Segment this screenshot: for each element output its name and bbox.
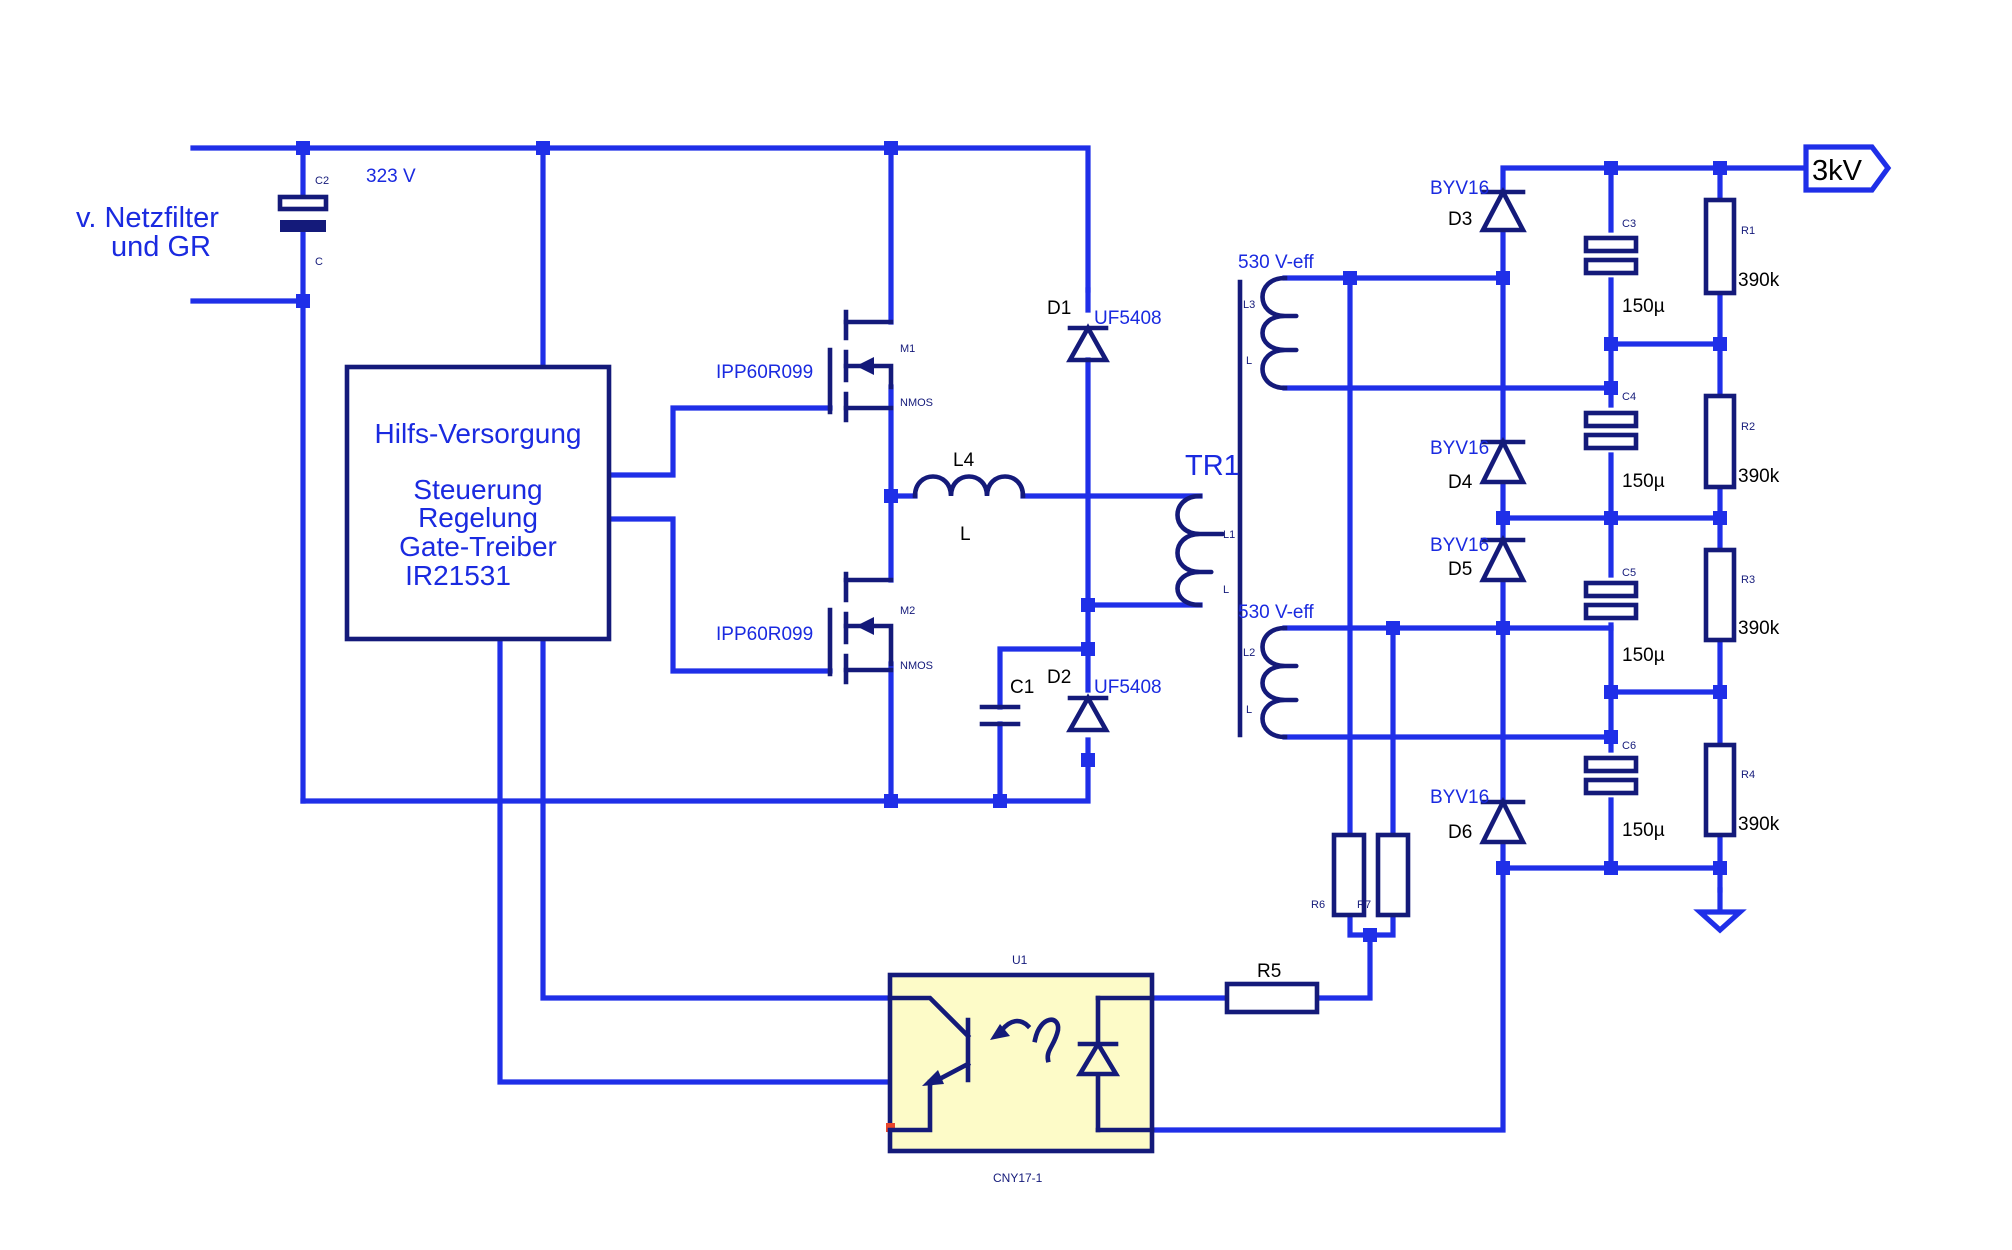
c4-value-label: 150µ (1622, 471, 1665, 492)
optocoupler-light-symbol (990, 1017, 1061, 1063)
d2-part-label: UF5408 (1094, 677, 1162, 698)
ground-icon (1693, 887, 1747, 934)
diode-d5-symbol (1479, 534, 1527, 583)
resistor-r5-symbol (1224, 981, 1320, 1015)
c2-type-label: C (315, 256, 323, 268)
input-label-line1: v. Netzfilter (76, 202, 219, 234)
control-block-line1: Hilfs-Versorgung (375, 418, 582, 449)
capacitor-c3-symbol (1583, 235, 1639, 276)
l4-type-label: L (960, 524, 971, 545)
resistor-r7-symbol (1375, 832, 1411, 918)
r5-ref-label: R5 (1257, 961, 1281, 982)
resistor-r4-symbol (1703, 742, 1737, 838)
diode-d4-symbol (1479, 436, 1527, 485)
control-block-line4: Gate-Treiber (399, 531, 557, 562)
capacitor-c4-symbol (1583, 410, 1639, 451)
c5-ref-label: C5 (1622, 567, 1636, 579)
d6-part-label: BYV16 (1430, 787, 1489, 808)
control-block (344, 364, 612, 642)
m2-ref-label: M2 (900, 605, 915, 617)
u1-part-label: CNY17-1 (993, 1171, 1043, 1185)
resistor-r6-symbol (1331, 832, 1367, 918)
d5-ref-label: D5 (1448, 559, 1472, 580)
c6-ref-label: C6 (1622, 740, 1636, 752)
tr1-l-l3-label: L (1246, 355, 1252, 367)
capacitor-c2-symbol (277, 194, 329, 232)
diode-d3-symbol (1479, 187, 1527, 233)
c4-ref-label: C4 (1622, 391, 1636, 403)
tr1-l2-label: L2 (1243, 647, 1255, 659)
optocoupler-led-symbol (1075, 995, 1155, 1133)
r1-ref-label: R1 (1741, 225, 1755, 237)
c3-ref-label: C3 (1622, 218, 1636, 230)
secondary2-voltage-label: 530 V-eff (1238, 602, 1314, 623)
r2-ref-label: R2 (1741, 421, 1755, 433)
control-block-line5: IR21531 (405, 560, 511, 591)
m1-ref-label: M1 (900, 343, 915, 355)
supply-voltage-label: 323 V (366, 166, 416, 187)
r7-ref-label: R7 (1357, 899, 1371, 911)
d3-ref-label: D3 (1448, 209, 1472, 230)
resistor-r1-symbol (1703, 197, 1737, 296)
d1-part-label: UF5408 (1094, 308, 1162, 329)
capacitor-c5-symbol (1583, 580, 1639, 621)
d3-part-label: BYV16 (1430, 178, 1489, 199)
control-block-line2: Steuerung (413, 474, 542, 505)
pin-marker (886, 1123, 895, 1132)
r6-ref-label: R6 (1311, 899, 1325, 911)
control-block-line3: Regelung (418, 502, 538, 533)
r3-ref-label: R3 (1741, 574, 1755, 586)
diode-d2-symbol (1066, 693, 1110, 733)
input-label-line2: und GR (111, 231, 211, 263)
tr1-l-l2-label: L (1246, 704, 1252, 716)
mosfet-m1-symbol (827, 309, 894, 423)
output-label: 3kV (1812, 155, 1863, 187)
u1-ref-label: U1 (1012, 953, 1028, 967)
secondary1-voltage-label: 530 V-eff (1238, 252, 1314, 273)
tr1-l-primary-label: L (1223, 584, 1229, 596)
capacitor-c1-symbol (979, 704, 1021, 727)
optocoupler-transistor-symbol (887, 995, 972, 1133)
diode-d1-symbol (1066, 323, 1110, 363)
c5-value-label: 150µ (1622, 645, 1665, 666)
resistor-r3-symbol (1703, 547, 1737, 643)
junction-dots (296, 141, 1727, 942)
c3-value-label: 150µ (1622, 296, 1665, 317)
m2-part-label: IPP60R099 (716, 624, 813, 645)
m1-part-label: IPP60R099 (716, 362, 813, 383)
diode-d6-symbol (1479, 796, 1527, 845)
mosfet-m2-symbol (827, 571, 894, 685)
c1-ref-label: C1 (1010, 677, 1034, 698)
m1-type-label: NMOS (900, 397, 933, 409)
d6-ref-label: D6 (1448, 822, 1472, 843)
capacitor-c6-symbol (1583, 755, 1639, 796)
inductor-l4-symbol (912, 474, 1026, 499)
d1-ref-label: D1 (1047, 298, 1071, 319)
tr1-ref-label: TR1 (1185, 450, 1240, 482)
r2-value-label: 390k (1738, 466, 1780, 487)
transformer-secondary-l2-winding (1260, 625, 1299, 740)
d4-part-label: BYV16 (1430, 438, 1489, 459)
tr1-l1-label: L1 (1223, 529, 1235, 541)
r3-value-label: 390k (1738, 618, 1780, 639)
m2-type-label: NMOS (900, 660, 933, 672)
d4-ref-label: D4 (1448, 472, 1473, 493)
tr1-l3-label: L3 (1243, 299, 1255, 311)
c2-ref-label: C2 (315, 175, 329, 187)
r4-value-label: 390k (1738, 814, 1780, 835)
c6-value-label: 150µ (1622, 820, 1665, 841)
transformer-primary-winding (1175, 493, 1225, 608)
r1-value-label: 390k (1738, 270, 1780, 291)
d5-part-label: BYV16 (1430, 535, 1489, 556)
transformer-secondary-l3-winding (1260, 275, 1299, 391)
r4-ref-label: R4 (1741, 769, 1755, 781)
l4-ref-label: L4 (953, 450, 975, 471)
d2-ref-label: D2 (1047, 667, 1071, 688)
resistor-r2-symbol (1703, 393, 1737, 490)
